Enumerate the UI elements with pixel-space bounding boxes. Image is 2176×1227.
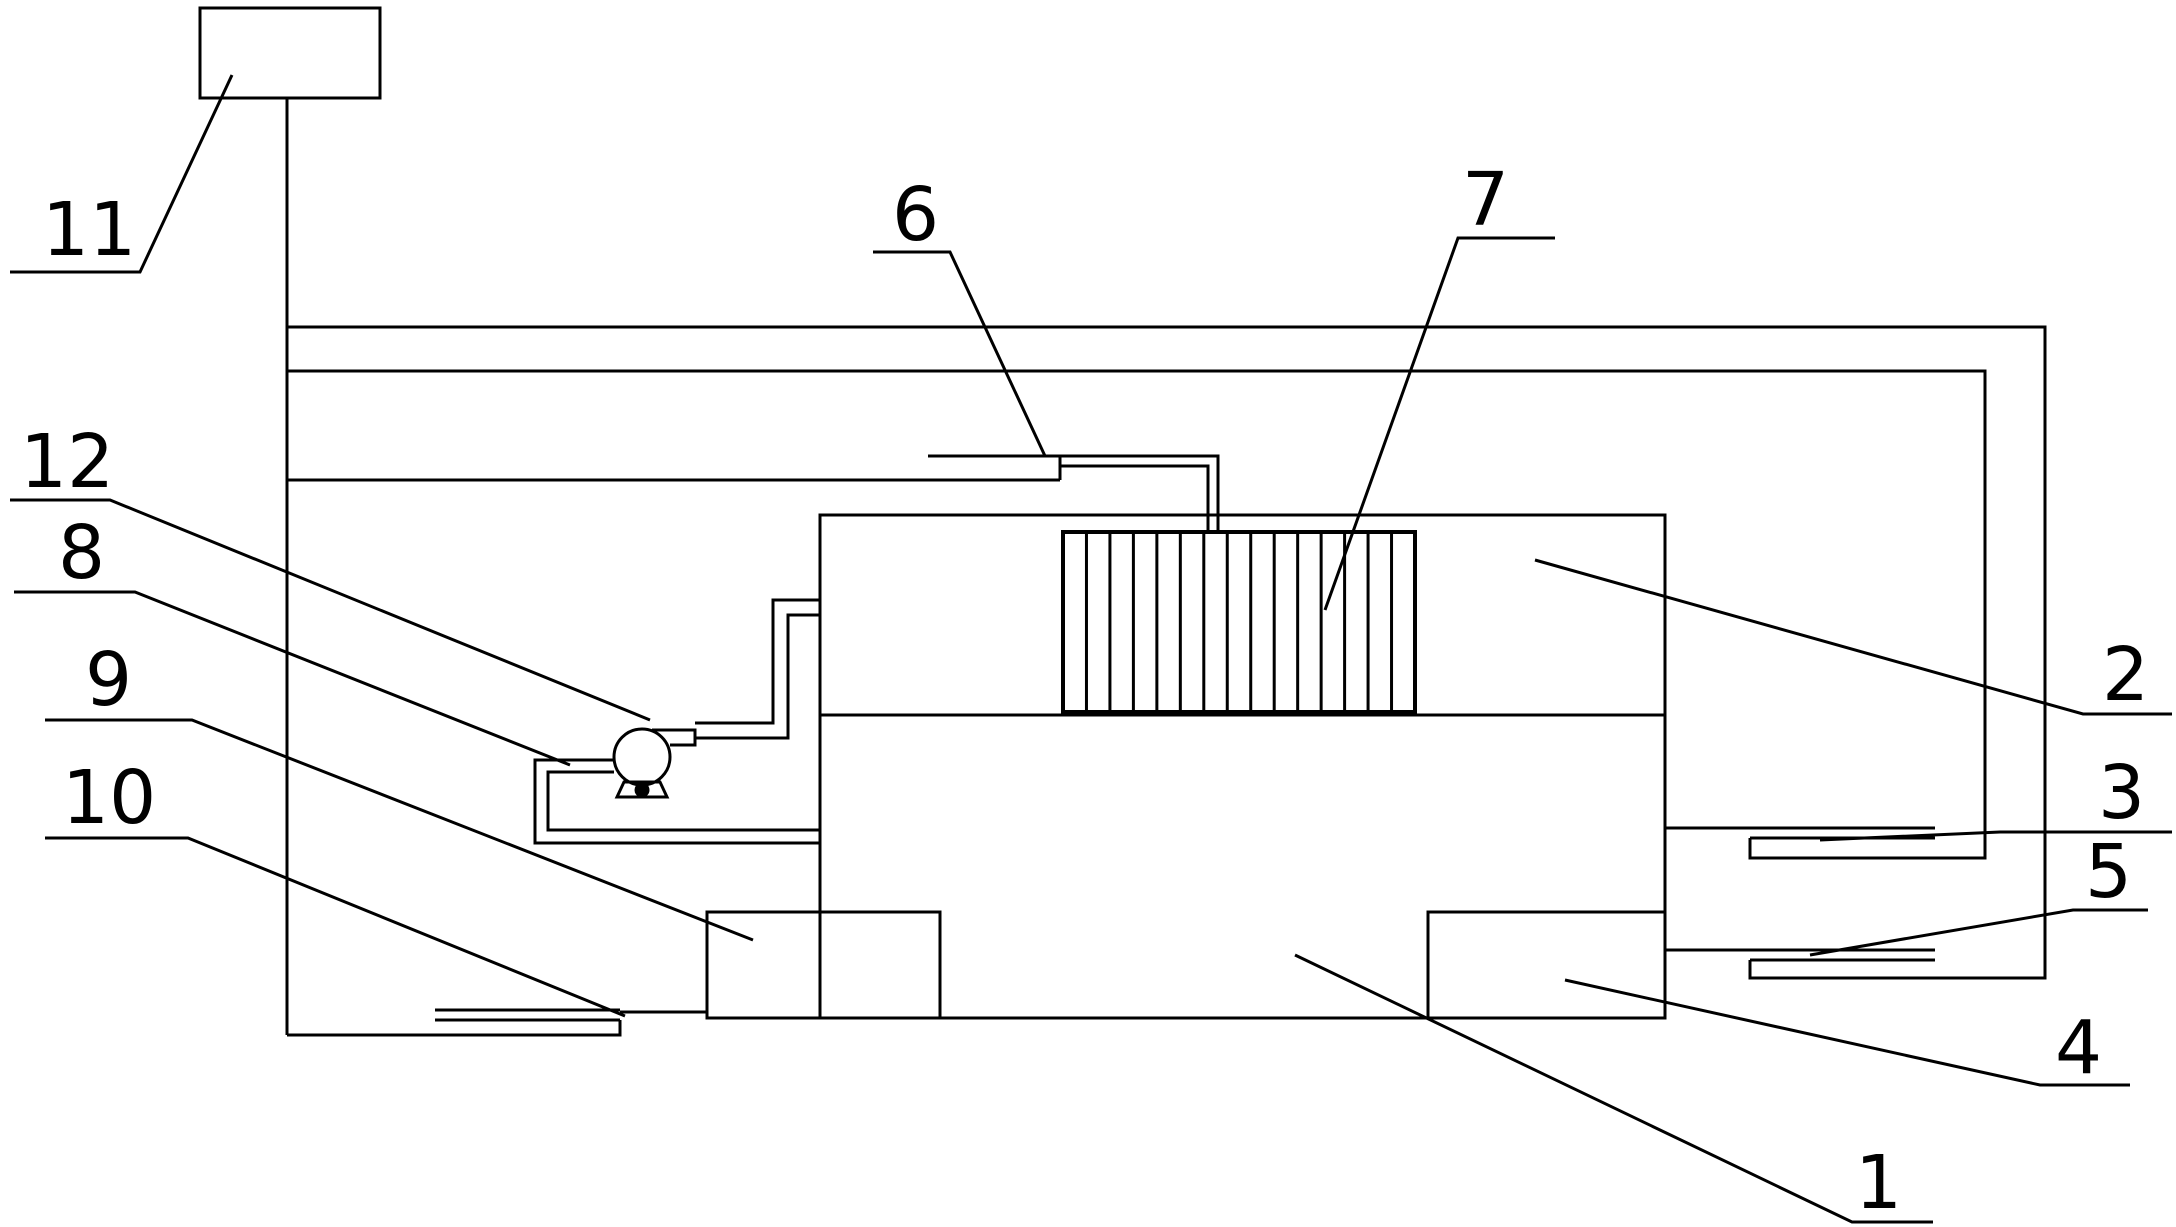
inner-wire-loop: [287, 369, 1987, 860]
right-bottom-box: [1426, 910, 1667, 1020]
pump-body: [612, 727, 672, 787]
pump-suction-pipe: [533, 758, 820, 845]
callout-7: 7: [1462, 157, 1509, 243]
leader-10: [45, 836, 626, 1018]
pump-suction-pipe-inner: [546, 770, 820, 832]
leader-6: [873, 250, 1047, 457]
callout-11: 11: [42, 187, 136, 273]
callout-3: 3: [2098, 750, 2145, 836]
leader-lines: [10, 74, 2172, 1224]
pump-base: [614, 780, 670, 799]
leader-5: [1809, 908, 2148, 957]
leader-1: [1294, 953, 1933, 1224]
main-bottom-return: [287, 1020, 622, 1037]
callout-8: 8: [58, 510, 105, 596]
leader-11: [10, 74, 234, 274]
control-box: [198, 6, 382, 100]
callout-9: 9: [85, 637, 132, 723]
coil-unit: [1061, 530, 1417, 714]
pump-discharge-pipe-inner: [695, 613, 820, 740]
coil-fins: [1084, 532, 1394, 712]
pump-foot: [634, 782, 650, 798]
callout-12: 12: [20, 419, 114, 505]
callout-6: 6: [892, 172, 939, 258]
leader-4: [1564, 978, 2130, 1087]
leader-2: [1534, 558, 2172, 716]
pump-discharge-pipe: [695, 598, 820, 725]
pump-outlet: [652, 728, 697, 747]
sensor-6-lead: [1060, 454, 1220, 532]
callout-5: 5: [2085, 829, 2132, 915]
leader-8: [14, 590, 571, 767]
leader-3: [1819, 830, 2172, 842]
outer-wire-loop: [287, 325, 2047, 980]
callout-4: 4: [2055, 1005, 2102, 1091]
leader-12: [10, 498, 651, 722]
left-bottom-box: [705, 910, 942, 1020]
leader-7: [1323, 236, 1555, 611]
lower-chamber: [818, 713, 1667, 1020]
upper-chamber: [818, 513, 1667, 717]
callout-10: 10: [62, 755, 156, 841]
callout-2: 2: [2102, 632, 2149, 718]
callout-1: 1: [1855, 1140, 1902, 1226]
sensor-6-lead-inner: [1060, 464, 1210, 532]
leader-9: [45, 718, 754, 942]
